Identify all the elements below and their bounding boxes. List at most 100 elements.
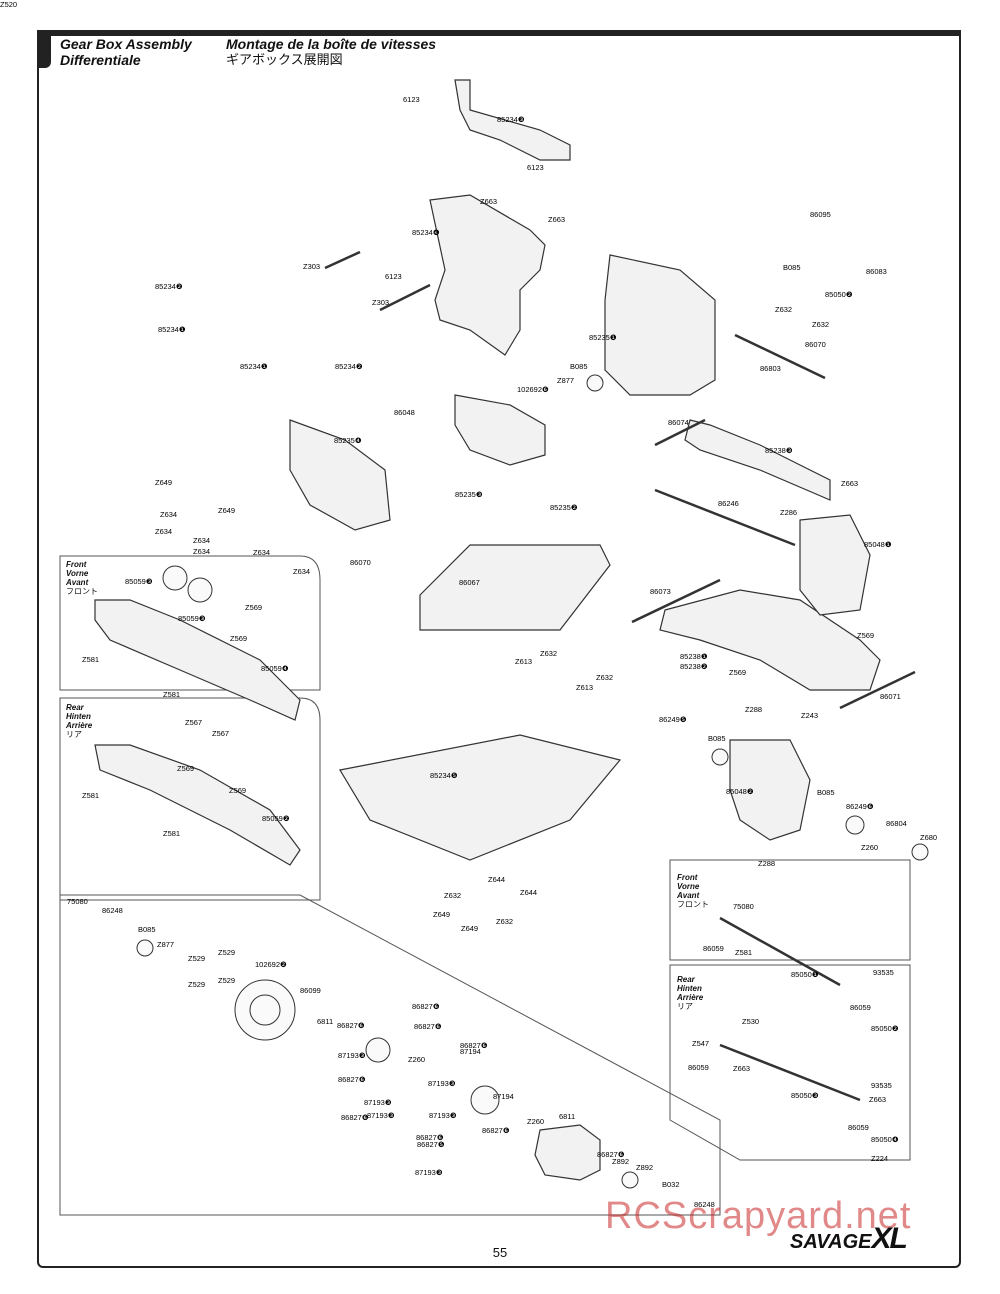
part-number-label: 86827❻ [341,1113,369,1122]
region-front-jp: フロント [66,587,98,596]
region-front: Front Vorne Avant フロント [66,560,98,596]
part-number-label: Z567 [185,718,203,727]
part-number-label: 85234❺ [430,771,458,780]
part-number-label: 93535 [873,968,894,977]
region-front-de: Vorne [66,569,89,578]
part-number-label: Z663 [480,197,498,206]
part-number-label: Z569 [857,631,875,640]
part-number-label: 6123 [527,163,544,172]
part-number-label: Z613 [576,683,594,692]
part-number-label: Z649 [461,924,479,933]
part-number-label: 86074 [668,418,689,427]
part-number-label: Z632 [540,649,558,658]
front-link-panel [669,859,911,961]
part-number-label: 86803 [760,364,781,373]
part-number-label: Z581 [163,829,181,838]
part-number-label: 86246 [718,499,739,508]
turnbuckle-rear [719,1043,861,1102]
part-number-label: Z581 [82,791,100,800]
part-number-label: Z569 [230,634,248,643]
part-number-label: 87193❸ [364,1098,392,1107]
part-number-label: Z632 [596,673,614,682]
region-rear: Rear Hinten Arrière リア [66,703,92,739]
part-number-label: 85050❷ [825,290,853,299]
region-rear-right-jp: リア [677,1002,693,1011]
part-number-label: 85048❷ [726,787,754,796]
part-number-label: 85050❶ [791,970,819,979]
part-number-label: 86804 [886,819,907,828]
part-number-label: 86095 [810,210,831,219]
part-number-label: 86249❻ [846,802,874,811]
part-number-label: Z286 [780,508,798,517]
part-number-label: 86059 [688,1063,709,1072]
part-number-label: Z663 [548,215,566,224]
part-number-label: 86827❻ [414,1022,442,1031]
part-number-label: Z529 [218,948,236,957]
diff-case [534,1124,601,1181]
part-number-label: 86827❻ [338,1075,366,1084]
part-number-label: 85238❸ [765,446,793,455]
bearing-c [711,748,729,766]
differential-main [454,394,546,466]
logo-suffix: XL [871,1222,908,1255]
part-number-label: Z663 [733,1064,751,1073]
part-number-label: 85059❸ [178,614,206,623]
part-number-label: 102692❷ [255,960,287,969]
part-number-label: Z529 [188,954,206,963]
part-number-label: 86827❻ [412,1002,440,1011]
part-number-label: 85050❹ [871,1135,899,1144]
region-rear-en: Rear [66,703,84,712]
part-number-label: Z567 [212,729,230,738]
part-number-label: Z547 [692,1039,710,1048]
part-number-label: 6811 [559,1112,576,1121]
shock-tower-top [454,79,571,161]
part-number-label: 86070 [805,340,826,349]
skid-plate-upper [419,544,611,631]
pin-86071 [839,670,916,710]
part-number-label: 87193❸ [367,1111,395,1120]
part-number-label: Z569 [245,603,263,612]
part-number-label: Z632 [775,305,793,314]
gearbox-half-left [289,419,391,531]
part-number-label: Z649 [218,506,236,515]
part-number-label: 87193❸ [415,1168,443,1177]
region-rear-fr: Arrière [66,721,93,730]
part-number-label: Z663 [841,479,859,488]
part-number-label: Z243 [801,711,819,720]
upper-arm [684,419,831,501]
bumper-pad-b [187,577,213,603]
part-number-label: 86827❻ [597,1150,625,1159]
part-number-label: 85235❹ [334,436,362,445]
shock-tower-main [429,194,546,356]
part-number-label: 87194 [460,1047,481,1056]
part-number-label: Z892 [636,1163,654,1172]
upright-upper [799,514,871,616]
part-number-label: 86827❻ [460,1041,488,1050]
part-number-label: B085 [783,263,801,272]
part-number-label: 86083 [866,267,887,276]
part-number-label: 86248 [694,1200,715,1209]
region-front-en: Front [66,560,87,569]
part-number-label: 86099 [300,986,321,995]
part-number-label: Z634 [193,547,211,556]
region-rear-right: Rear Hinten Arrière リア [677,975,703,1011]
part-number-label: Z529 [188,980,206,989]
savage-xl-logo: SAVAGEXL [790,1222,908,1256]
corner-tab [37,30,51,68]
part-number-label: 85059❷ [262,814,290,823]
part-number-label: Z529 [218,976,236,985]
part-number-label: 85048❶ [864,540,892,549]
part-number-label: 85059❹ [261,664,289,673]
driveshaft-86246 [654,488,796,547]
screw-z303b [379,283,431,312]
part-number-label: 85050❸ [791,1091,819,1100]
part-number-label: 86827❻ [337,1021,365,1030]
bumper-pad-a [162,565,188,591]
part-number-label: 85234❶ [240,362,268,371]
part-number-label: 86059 [850,1003,871,1012]
differential-panel [59,894,721,1216]
part-number-label: 85234❸ [497,115,525,124]
part-number-label: 6123 [385,272,402,281]
part-number-label: 85234❷ [335,362,363,371]
